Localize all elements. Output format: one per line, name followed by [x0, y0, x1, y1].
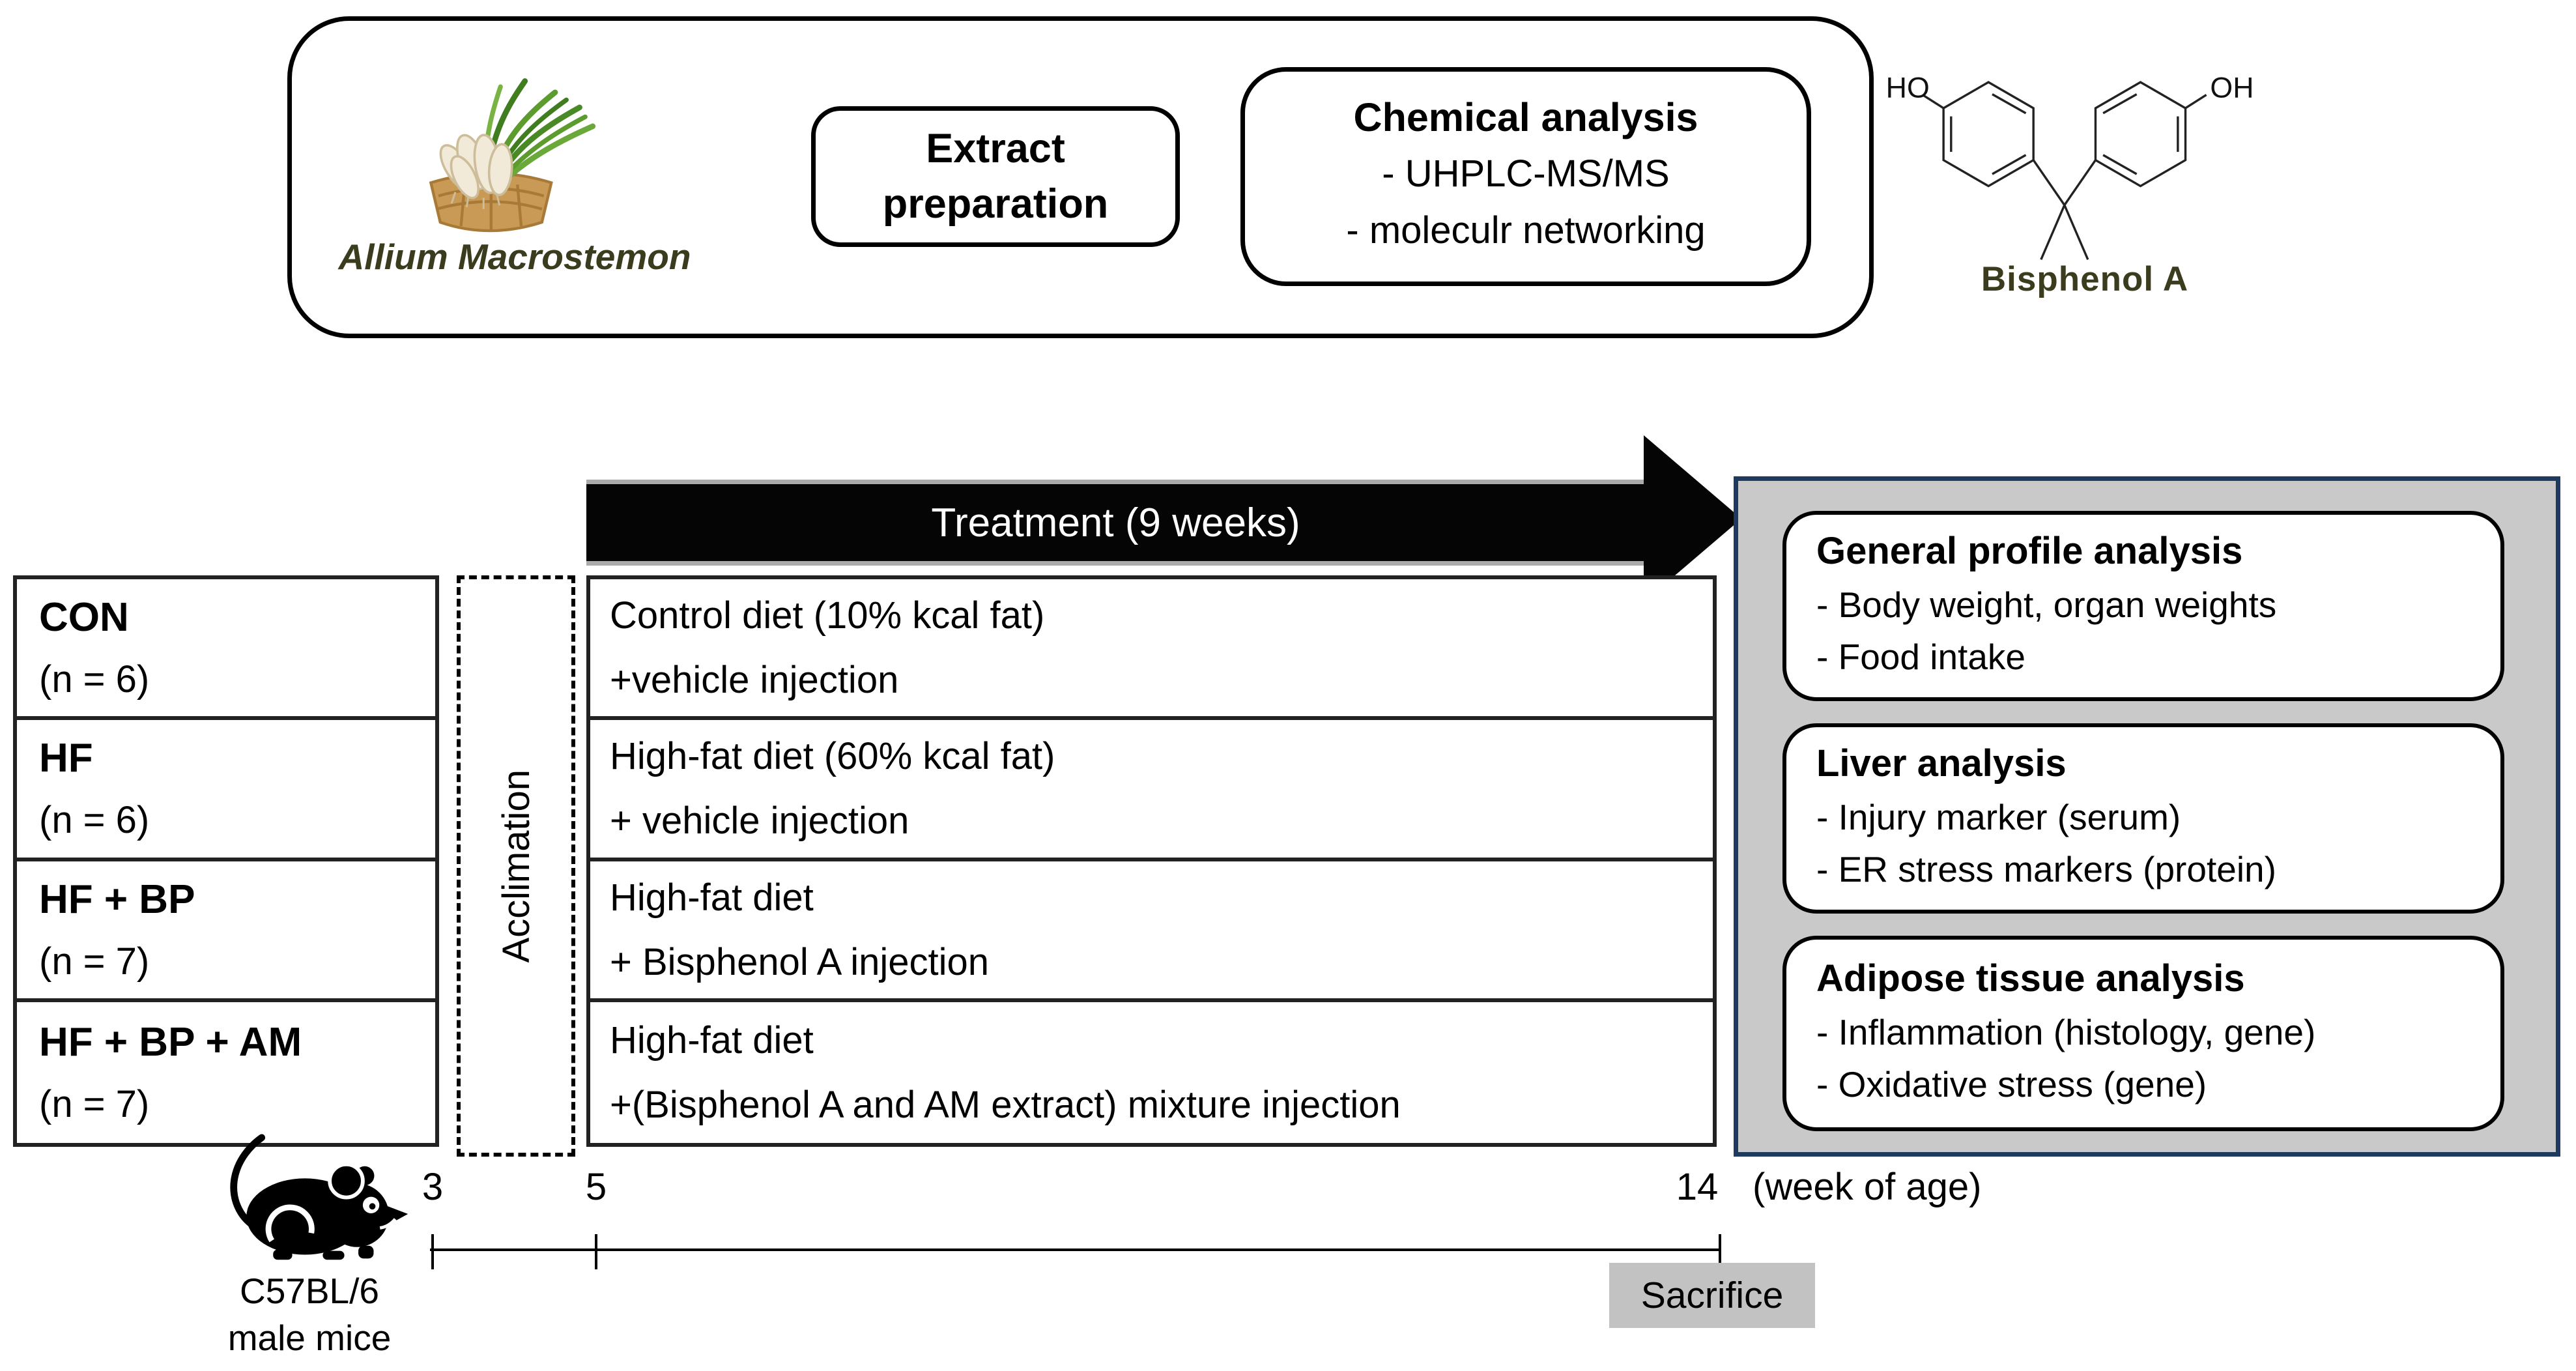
timeline-tick-14 — [1719, 1234, 1721, 1275]
chemical-analysis-item: - moleculr networking — [1346, 209, 1706, 252]
allium-plant-image — [429, 78, 596, 233]
diet-row-hf: High-fat diet (60% kcal fat) + vehicle i… — [590, 720, 1713, 861]
chemical-analysis-title: Chemical analysis — [1353, 95, 1698, 139]
diet-injection: +vehicle injection — [610, 659, 899, 702]
acclimation-label: Acclimation — [494, 769, 537, 963]
timeline-axis — [430, 1248, 1720, 1251]
diet-table: Control diet (10% kcal fat) +vehicle inj… — [586, 575, 1717, 1147]
adipose-tissue-analysis-card: Adipose tissue analysis - Inflammation (… — [1782, 936, 2504, 1131]
group-sample-size: (n = 7) — [39, 940, 150, 983]
bisphenol-a-structure: HO OH — [1886, 72, 2254, 261]
analysis-title: General profile analysis — [1816, 529, 2243, 572]
analysis-item: - Inflammation (histology, gene) — [1816, 1011, 2316, 1052]
group-row-con: CON (n = 6) — [17, 579, 435, 721]
analysis-item: - Body weight, organ weights — [1816, 584, 2277, 625]
group-sample-size: (n = 6) — [39, 658, 150, 701]
diet-description: High-fat diet — [610, 876, 814, 919]
analysis-title: Adipose tissue analysis — [1816, 957, 2245, 1000]
group-table: CON (n = 6) HF (n = 6) HF + BP (n = 7) H… — [13, 575, 439, 1147]
treatment-arrow: Treatment (9 weeks) — [586, 480, 1645, 566]
group-row-hf-bp-am: HF + BP + AM (n = 7) — [17, 1002, 435, 1143]
acclimation-period-box: Acclimation — [457, 575, 575, 1157]
chemical-analysis-box: Chemical analysis - UHPLC-MS/MS - molecu… — [1240, 67, 1811, 286]
analysis-title: Liver analysis — [1816, 742, 2067, 785]
timeline-week-3-label: 3 — [422, 1166, 444, 1208]
analysis-item: - Food intake — [1816, 636, 2026, 677]
mouse-icon — [230, 1134, 408, 1260]
treatment-arrow-head — [1644, 435, 1741, 602]
extract-preparation-box: Extract preparation — [811, 106, 1180, 247]
oh-atom-label: OH — [2210, 72, 2254, 104]
diet-row-hf-bp-am: High-fat diet +(Bisphenol A and AM extra… — [590, 1002, 1713, 1143]
sacrifice-label: Sacrifice — [1640, 1275, 1784, 1316]
group-name: HF + BP + AM — [39, 1019, 302, 1065]
extract-preparation-label: Extract preparation — [882, 125, 1109, 227]
ho-atom-label: HO — [1886, 72, 1930, 104]
mouse-strain-line2: male mice — [227, 1317, 392, 1358]
bulbs-shape — [439, 134, 513, 199]
mouse-strain-line1: C57BL/6 — [239, 1271, 380, 1311]
allium-macrostemon-label: Allium Macrostemon — [338, 237, 691, 277]
group-name: HF — [39, 736, 93, 781]
diet-description: Control diet (10% kcal fat) — [610, 594, 1045, 637]
timeline-tick-3 — [431, 1234, 434, 1269]
bisphenol-a-label: Bisphenol A — [1981, 260, 2189, 298]
sacrifice-badge: Sacrifice — [1609, 1263, 1815, 1328]
group-row-hf-bp: HF + BP (n = 7) — [17, 861, 435, 1002]
timeline-week-5-label: 5 — [585, 1166, 607, 1208]
analyses-panel: General profile analysis - Body weight, … — [1734, 476, 2560, 1157]
diet-description: High-fat diet — [610, 1018, 814, 1061]
diet-injection: + Bisphenol A injection — [610, 940, 990, 983]
diet-injection: +(Bisphenol A and AM extract) mixture in… — [610, 1083, 1401, 1126]
diet-description: High-fat diet (60% kcal fat) — [610, 735, 1055, 778]
analysis-item: - Injury marker (serum) — [1816, 796, 2181, 837]
group-name: CON — [39, 595, 129, 641]
group-name: HF + BP — [39, 876, 195, 922]
timeline-tick-5 — [595, 1234, 597, 1269]
timeline-week-14-label: 14 — [1676, 1166, 1719, 1208]
analysis-item: - Oxidative stress (gene) — [1816, 1063, 2207, 1104]
diet-row-con: Control diet (10% kcal fat) +vehicle inj… — [590, 579, 1713, 721]
analysis-item: - ER stress markers (protein) — [1816, 848, 2276, 889]
general-profile-analysis-card: General profile analysis - Body weight, … — [1782, 511, 2504, 701]
diet-row-hf-bp: High-fat diet + Bisphenol A injection — [590, 861, 1713, 1002]
group-sample-size: (n = 6) — [39, 799, 150, 842]
diet-injection: + vehicle injection — [610, 800, 909, 843]
mouse-strain-label: C57BL/6 male mice — [195, 1268, 423, 1361]
week-of-age-label: (week of age) — [1753, 1166, 1982, 1208]
treatment-arrow-label: Treatment (9 weeks) — [931, 500, 1300, 545]
group-row-hf: HF (n = 6) — [17, 720, 435, 861]
group-sample-size: (n = 7) — [39, 1082, 150, 1125]
liver-analysis-card: Liver analysis - Injury marker (serum) -… — [1782, 723, 2504, 914]
chemical-analysis-item: - UHPLC-MS/MS — [1382, 152, 1670, 195]
